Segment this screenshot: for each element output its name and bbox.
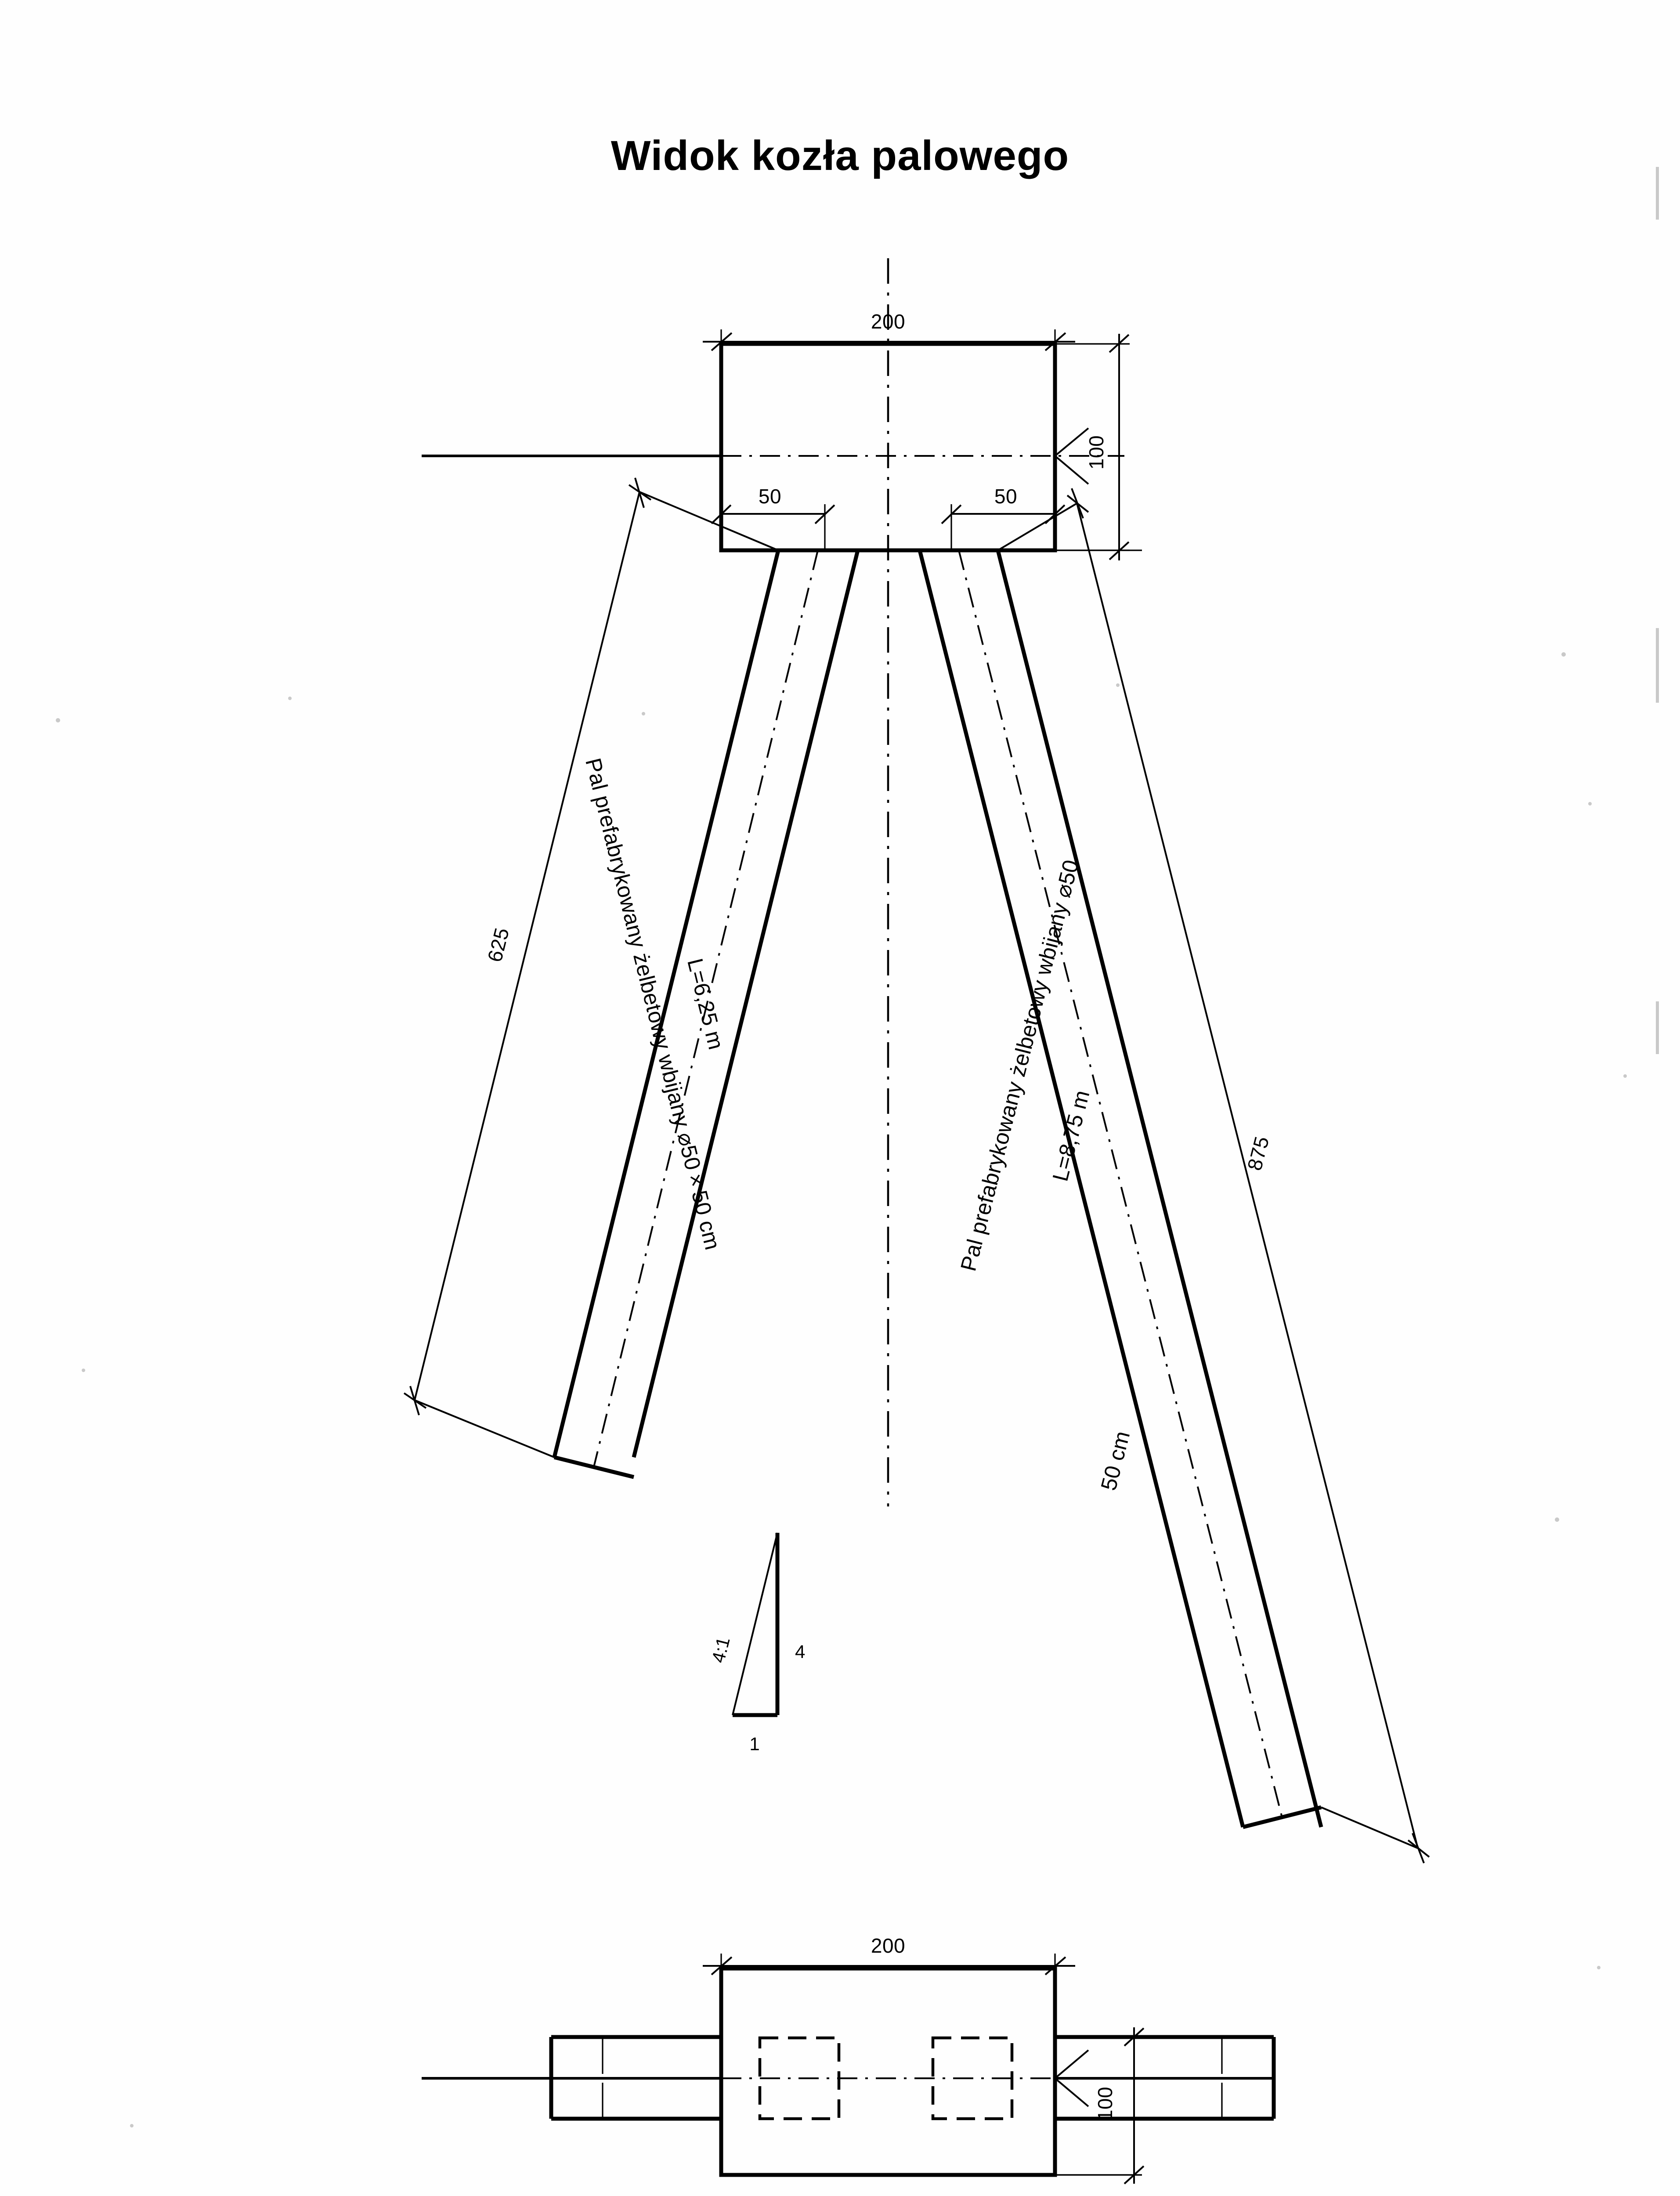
slope-horizontal-label: 1 [749, 1734, 759, 1754]
right-pile-note-line1-tail: 50 cm [1096, 1428, 1135, 1493]
dimension-label-left-offset: 50 [759, 485, 781, 508]
dimension-label-right-pile-length: 875 [1243, 1134, 1274, 1173]
dimension-label-cap-width: 200 [871, 310, 905, 333]
slope-ratio-label: 4:1 [708, 1635, 734, 1665]
dimension-plan-width: 200 [703, 1934, 1075, 1976]
dimension-left-offset: 50 [711, 485, 835, 552]
right-pile-note-line2: L=8,75 m [1048, 1087, 1094, 1184]
slope-triangle: 4:1 4 1 [708, 1532, 805, 1754]
plan-view: 200 100 [422, 1934, 1276, 2185]
elevation-view: 200 100 50 [403, 258, 1430, 1864]
scan-speckles [56, 167, 1659, 2127]
plan-cap-outline [719, 1966, 1057, 2177]
dimension-label-plan-height: 100 [1094, 2087, 1116, 2121]
right-pile-note-line1: Pal prefabrykowany żelbetowy wbijany ⌀50 [956, 857, 1084, 1274]
right-pile-note: Pal prefabrykowany żelbetowy wbijany ⌀50… [956, 857, 1134, 1493]
dimension-right-offset: 50 [941, 485, 1066, 552]
left-pile-note: Pal prefabrykowany żelbetowy wbijany ⌀50… [581, 756, 729, 1253]
right-pile [918, 549, 1323, 1829]
pile-cap-outline [719, 342, 1057, 553]
slope-vertical-label: 4 [795, 1641, 805, 1662]
dimension-label-right-offset: 50 [994, 485, 1017, 508]
left-pile-note-line2: L=6,25 m [683, 956, 729, 1052]
plan-pile-footprint-left [758, 2036, 841, 2120]
plan-pile-footprint-right [931, 2036, 1014, 2120]
cap-height-leader-arrow [1054, 427, 1089, 485]
dimension-label-left-pile-length: 625 [483, 925, 513, 964]
dimension-label-cap-height: 100 [1085, 435, 1108, 470]
dimension-label-plan-width: 200 [871, 1934, 905, 1957]
left-pile [552, 549, 860, 1479]
dimension-plan-height: 100 [1054, 2027, 1145, 2185]
page-title: Widok kozła palowego [611, 132, 1069, 179]
dimension-cap-width: 200 [703, 310, 1075, 351]
